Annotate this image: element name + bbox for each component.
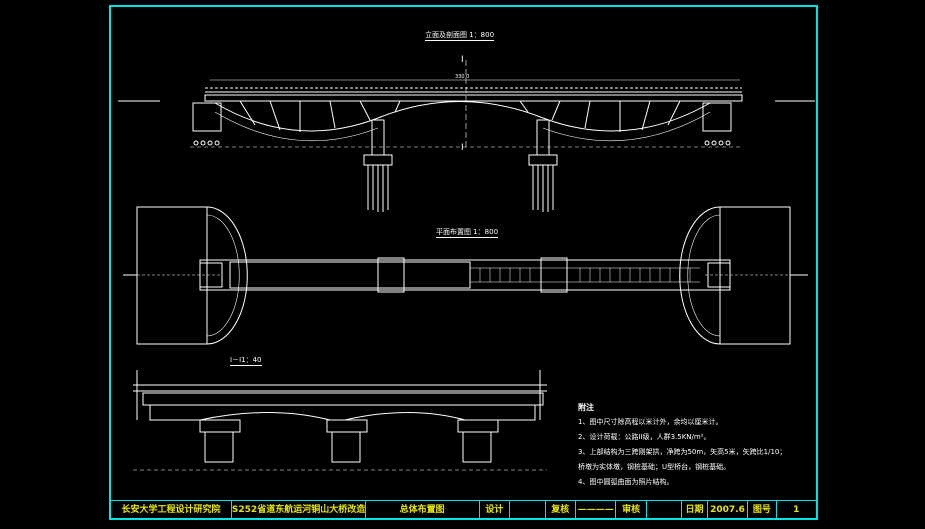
project-name: S252省道东航运河铜山大桥改造 <box>232 501 366 519</box>
audit-value <box>647 501 683 519</box>
note-item: 4、图中圆弧曲面为照片结构。 <box>578 478 674 486</box>
sheet-label: 图号 <box>748 501 777 519</box>
note-item: 桥墩为实体墩，钢桩基础；U型桥台，钢桩基础。 <box>578 463 731 471</box>
section-title: I－I1：40 <box>230 356 262 366</box>
audit-label: 审核 <box>616 501 647 519</box>
cross-section-view <box>133 370 547 471</box>
design-value <box>510 501 546 519</box>
elevation-title: 立面及剖面图 1：800 <box>425 31 495 41</box>
sheet-value: 1 <box>793 505 800 515</box>
section-mark-bottom: I <box>461 143 464 153</box>
drawing-name: 总体布置图 <box>366 501 480 519</box>
plan-deck-ladder <box>479 268 691 282</box>
institute-name: 长安大学工程设计研究院 <box>111 501 232 519</box>
review-label: 复核 <box>546 501 577 519</box>
plan-view <box>123 206 808 345</box>
notes-block: 附注 1、图中尺寸除高程以米计外，余均以厘米计。 2、设计荷载：公路II级，人群… <box>578 400 786 490</box>
note-item: 2、设计荷载：公路II级，人群3.5KN/m²。 <box>578 433 711 441</box>
elevation-dim-label: 330.0 <box>455 74 469 80</box>
notes-heading: 附注 <box>578 403 594 412</box>
note-item: 1、图中尺寸除高程以米计外，余均以厘米计。 <box>578 418 723 426</box>
elevation-view: 330.0 <box>118 60 815 212</box>
drawing-frame <box>109 5 818 520</box>
review-value: ———— <box>576 501 617 519</box>
section-mark-top: I <box>461 55 464 65</box>
plan-title: 平面布置图 1：800 <box>436 228 499 238</box>
date-value: 2007.6 <box>708 501 749 519</box>
design-label: 设计 <box>480 501 511 519</box>
note-item: 3、上部结构为三跨刚架拱，净跨为50m，矢高5米，矢跨比1/10； <box>578 448 787 456</box>
date-label: 日期 <box>682 501 708 519</box>
title-block: 长安大学工程设计研究院 S252省道东航运河铜山大桥改造 总体布置图 设计 复核… <box>111 500 816 519</box>
